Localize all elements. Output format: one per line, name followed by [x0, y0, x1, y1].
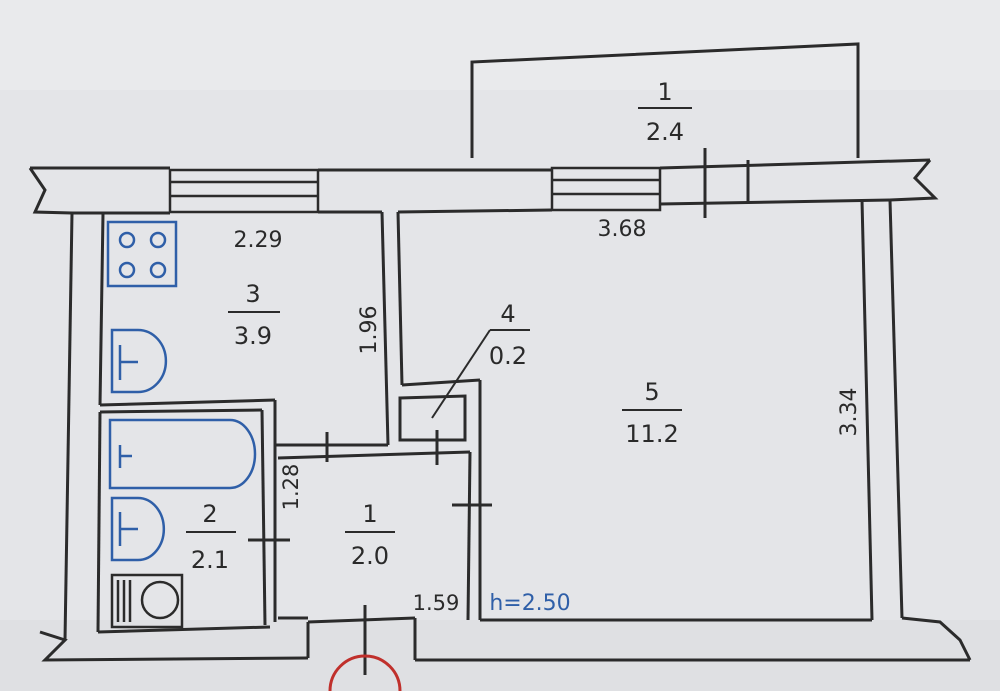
svg-text:2.4: 2.4 — [646, 118, 684, 146]
balcony-door — [703, 148, 750, 218]
balcony-outline — [470, 42, 860, 158]
room-label-living: 5 11.2 — [622, 378, 682, 448]
dim-living-depth: 3.34 — [837, 388, 862, 437]
svg-text:1: 1 — [657, 78, 672, 106]
svg-text:2.1: 2.1 — [191, 546, 229, 574]
closet-leader — [431, 329, 491, 419]
svg-text:5: 5 — [644, 378, 659, 406]
svg-text:2.0: 2.0 — [351, 542, 389, 570]
dim-kitchen-depth: 1.96 — [357, 306, 382, 355]
room-label-closet: 4 0.2 — [489, 300, 527, 370]
room-label-kitchen: 3 3.9 — [228, 280, 280, 350]
stamp-fragment — [328, 654, 402, 691]
dim-hall-depth: 1.28 — [279, 464, 303, 511]
bathtub-icon — [108, 418, 257, 490]
room-label-hallway: 1 2.0 — [345, 500, 395, 570]
toilet-icon — [110, 573, 184, 629]
dim-kitchen-width: 2.29 — [234, 228, 283, 253]
living-window — [550, 166, 662, 212]
exterior-walls — [28, 158, 972, 662]
washbasin-icon — [110, 496, 166, 562]
svg-text:3.9: 3.9 — [234, 322, 272, 350]
svg-text:3: 3 — [245, 280, 260, 308]
svg-text:11.2: 11.2 — [625, 420, 678, 448]
door-markers — [248, 430, 492, 675]
dim-hall-width: 1.59 — [413, 591, 460, 615]
ceiling-height: h=2.50 — [489, 591, 570, 616]
interior-walls — [99, 211, 482, 626]
kitchen-sink-icon — [110, 328, 168, 394]
stove-icon — [106, 220, 178, 288]
room-label-balcony: 1 2.4 — [638, 78, 692, 146]
svg-text:0.2: 0.2 — [489, 342, 527, 370]
kitchen-window — [168, 168, 320, 214]
svg-text:1: 1 — [362, 500, 377, 528]
dim-living-width: 3.68 — [598, 217, 647, 242]
room-label-bathroom: 2 2.1 — [186, 500, 236, 574]
svg-text:2: 2 — [202, 500, 217, 528]
svg-text:4: 4 — [500, 300, 515, 328]
